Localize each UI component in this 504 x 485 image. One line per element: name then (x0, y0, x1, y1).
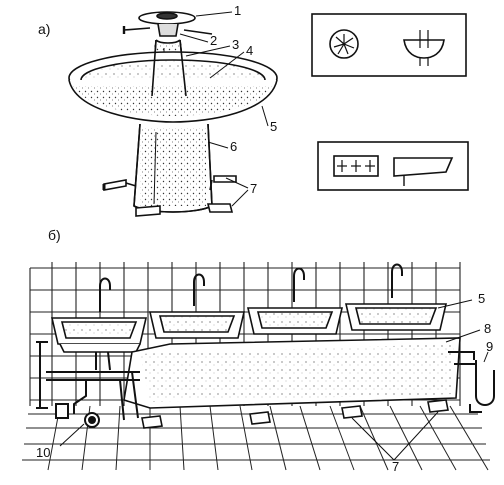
callout-b-9: 9 (486, 339, 494, 354)
callout-a-1: 1 (234, 3, 242, 18)
washbasin-4 (344, 263, 448, 331)
legend-box-bottom (317, 141, 469, 191)
callout-b-7: 7 (392, 459, 400, 474)
siphon-trap (448, 351, 495, 413)
washbasin-row (22, 262, 495, 471)
supply-pipes (46, 351, 140, 428)
foot-pedals (141, 399, 449, 429)
washbasin-2 (148, 273, 246, 339)
washbasin-3 (246, 267, 344, 335)
callout-a-5: 5 (270, 119, 278, 134)
fountain-washbasin (68, 11, 278, 217)
cover-panel (123, 337, 461, 409)
callout-a-3: 3 (232, 37, 240, 52)
section-b-label: б) (48, 227, 61, 243)
callout-b-10: 10 (36, 445, 51, 460)
washbasin-1 (50, 277, 148, 353)
section-a-label: а) (38, 21, 51, 37)
floor-tiles (22, 405, 490, 471)
callout-b-5: 5 (478, 291, 486, 306)
callout-b-8: 8 (484, 321, 492, 336)
legend-box-top (311, 13, 467, 77)
callout-a-6: 6 (230, 139, 238, 154)
callout-a-2: 2 (210, 33, 218, 48)
callout-a-7: 7 (250, 181, 258, 196)
callout-a-4: 4 (246, 43, 254, 58)
